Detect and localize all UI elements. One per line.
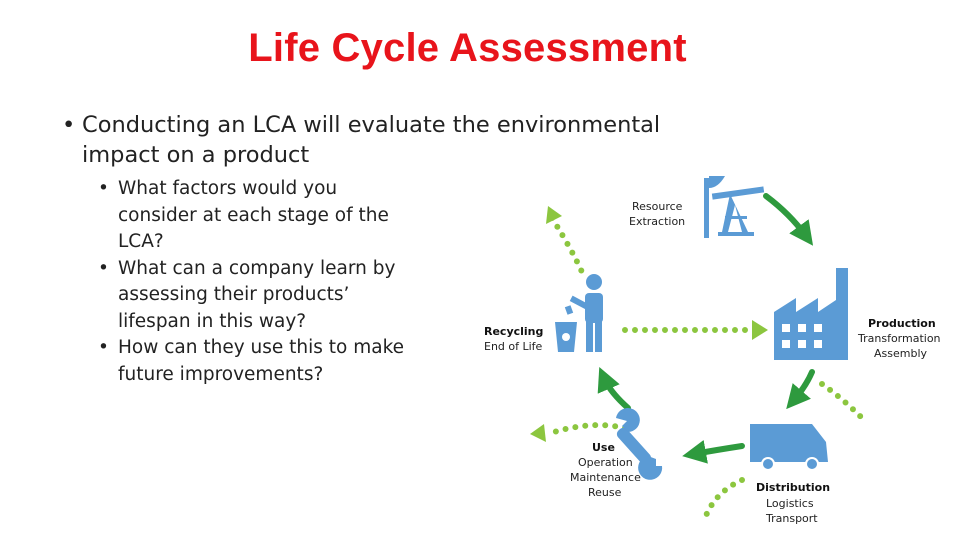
distribution-label-line2: Logistics xyxy=(766,497,814,510)
dotted-connectors xyxy=(545,215,865,521)
main-bullet: Conducting an LCA will evaluate the envi… xyxy=(62,110,702,170)
recycling-label-subtitle: End of Life xyxy=(484,340,543,353)
dotted-arrowhead-right xyxy=(752,320,768,340)
slide-title: Life Cycle Assessment xyxy=(248,26,687,70)
use-label-line2: Operation xyxy=(578,456,633,469)
use-label-line3: Maintenance xyxy=(570,471,641,484)
stage-label-production: Production Transformation Assembly xyxy=(857,317,941,360)
factory-icon xyxy=(774,268,848,360)
resource-label-title: Resource xyxy=(632,200,683,213)
sub-bullet-factors: What factors would you consider at each … xyxy=(96,176,406,256)
sub-bullet-learn: What can a company learn by assessing th… xyxy=(96,256,406,336)
stage-label-resource: Resource Extraction xyxy=(629,200,685,228)
recycling-label-title: Recycling xyxy=(484,325,543,338)
person-recycling-icon xyxy=(555,274,603,352)
dotted-arc-recycling-resource xyxy=(549,215,585,275)
truck-icon xyxy=(750,424,828,471)
dotted-arrowhead-up xyxy=(546,206,562,224)
dotted-arc-use-recycling xyxy=(545,422,628,437)
stage-label-distribution: Distribution Logistics Transport xyxy=(756,481,830,525)
dotted-arc-distribution-use xyxy=(702,477,745,521)
arrow-distribution-to-use xyxy=(682,440,745,464)
resource-label-subtitle: Extraction xyxy=(629,215,685,228)
production-label-line3: Assembly xyxy=(874,347,928,360)
stage-label-recycling: Recycling End of Life xyxy=(484,325,543,353)
production-label-title: Production xyxy=(868,317,936,330)
wrench-icon xyxy=(616,408,663,480)
distribution-label-line3: Transport xyxy=(765,512,818,525)
distribution-label-title: Distribution xyxy=(756,481,830,494)
sub-bullet-improvements: How can they use this to make future imp… xyxy=(96,335,406,388)
arrow-use-to-recycling xyxy=(597,366,631,411)
dotted-arrowheads xyxy=(530,206,768,442)
dotted-arrowhead-left xyxy=(530,424,546,442)
stage-label-use: Use Operation Maintenance Reuse xyxy=(570,441,641,499)
arrow-production-to-distribution xyxy=(786,369,815,410)
arrow-resource-to-production xyxy=(763,193,814,246)
solid-arrows xyxy=(597,193,815,464)
dotted-arc-production-distribution xyxy=(819,381,865,421)
oil-pump-icon xyxy=(704,176,765,238)
use-label-line4: Reuse xyxy=(588,486,622,499)
use-label-title: Use xyxy=(592,441,615,454)
production-label-line2: Transformation xyxy=(857,332,941,345)
sub-bullet-list: What factors would you consider at each … xyxy=(96,176,406,388)
bullet-list: Conducting an LCA will evaluate the envi… xyxy=(62,110,702,388)
